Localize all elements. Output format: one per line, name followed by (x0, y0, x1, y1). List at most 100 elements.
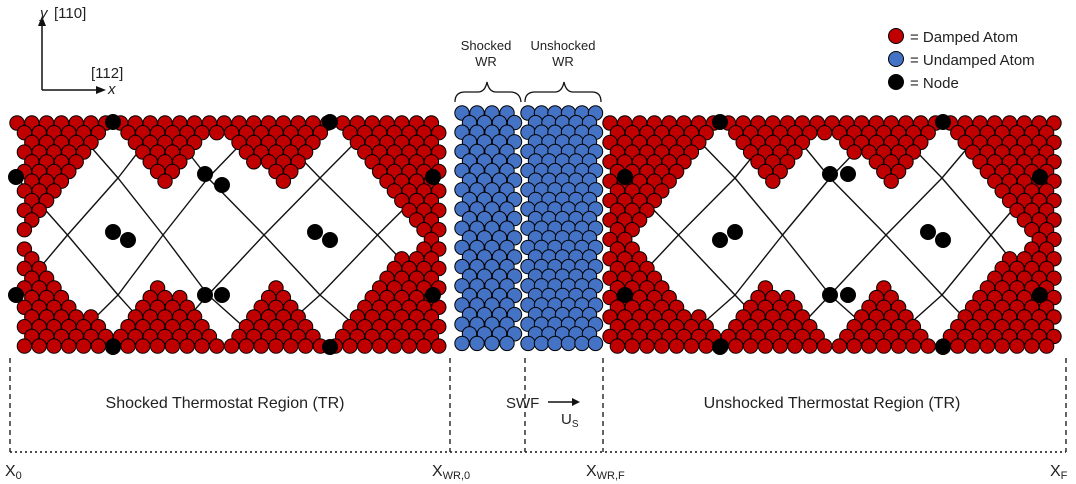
damped-atom (157, 173, 173, 189)
damped-atom (1009, 338, 1025, 354)
lattice-node (105, 339, 121, 355)
lattice-edge (66, 177, 119, 236)
damped-atom (135, 338, 151, 354)
lattice-edge (885, 177, 943, 236)
lattice-node (617, 287, 633, 303)
lattice-edge (941, 234, 992, 296)
lattice-edge (319, 234, 379, 296)
lattice-node (322, 232, 338, 248)
shocked-thermostat-region-label: Shocked Thermostat Region (TR) (106, 395, 345, 412)
lattice-node (822, 166, 838, 182)
lattice-edge (162, 177, 209, 236)
unshocked-wr-brace (524, 81, 602, 103)
damped-atom (1024, 338, 1040, 354)
undamped-atom (587, 335, 604, 352)
undamped-atom (484, 335, 500, 352)
damped-atom (16, 222, 33, 238)
damped-atom (757, 338, 774, 354)
lattice-node (935, 339, 951, 355)
shocked-wr-brace (454, 81, 522, 103)
shock-velocity-label: US (561, 411, 579, 430)
lattice-edge (829, 234, 887, 296)
legend-node-label: = Node (910, 75, 959, 92)
lattice-edge (734, 234, 784, 296)
damped-atom (876, 338, 892, 354)
lattice-edge (941, 177, 992, 236)
lattice-node (1032, 287, 1048, 303)
lattice-node (105, 114, 121, 130)
lattice-node (425, 287, 441, 303)
lattice-node (197, 287, 213, 303)
x-axis-label: x (107, 81, 116, 98)
damped-atom (401, 338, 417, 354)
lattice-node (8, 287, 24, 303)
damped-atom (816, 338, 833, 354)
undamped-atom (469, 335, 485, 352)
damped-atom (268, 338, 284, 354)
damped-atom (179, 338, 195, 354)
damped-atom (802, 338, 818, 354)
lattice-edge (117, 177, 164, 236)
undamped-atom (574, 335, 590, 352)
unshocked-wr-label-line2: WR (552, 54, 574, 69)
damped-atom (16, 338, 33, 354)
legend-node-marker (888, 74, 904, 90)
lattice-node (727, 224, 743, 240)
x-axis-arrowhead (96, 86, 106, 94)
damped-atom (149, 338, 166, 354)
x-axis-direction: [112] (91, 65, 123, 82)
lattice-node (214, 287, 230, 303)
undamped-atom (560, 335, 577, 352)
legend-undamped-atom-marker (888, 51, 904, 67)
damped-atom (765, 173, 781, 189)
damped-atom (639, 338, 655, 354)
lattice-node (197, 166, 213, 182)
damped-atom (416, 338, 432, 354)
swf-label: SWF (506, 395, 539, 412)
damped-atom (194, 338, 210, 354)
lattice-edge (781, 234, 831, 296)
lattice-edge (885, 234, 943, 296)
lattice-node (712, 232, 728, 248)
lattice-node (822, 287, 838, 303)
damped-atom (75, 338, 92, 354)
undamped-atom (547, 335, 563, 352)
lattice-edge (319, 177, 378, 236)
damped-atom (861, 338, 877, 354)
damped-atom (46, 338, 62, 354)
lattice-node (322, 114, 338, 130)
damped-atom (223, 338, 240, 354)
damped-atom (742, 338, 759, 354)
damped-atom (120, 338, 136, 354)
damped-atom (624, 338, 640, 354)
lattice-node (307, 224, 323, 240)
lattice-node (105, 224, 121, 240)
lattice-node (120, 232, 136, 248)
damped-atom (31, 338, 47, 354)
legend-damped-atom-marker (888, 28, 904, 44)
nodes (8, 114, 1048, 355)
damped-atom (371, 338, 388, 354)
damped-atom (979, 338, 996, 354)
damped-atom (90, 338, 107, 354)
damped-atom (209, 125, 225, 141)
undamped-atom (520, 335, 536, 352)
legend: = Damped Atom = Undamped Atom = Node (888, 28, 1035, 92)
y-axis-label: y (39, 5, 49, 22)
damped-atom (846, 144, 862, 160)
damped-atom (654, 338, 670, 354)
y-axis-arrowhead (38, 16, 46, 26)
damped-atom (846, 338, 862, 354)
legend-damped-atom-label: = Damped Atom (910, 29, 1018, 46)
lattice-node (920, 224, 936, 240)
damped-atom (831, 338, 848, 354)
damped-atom (890, 338, 907, 354)
damped-atom (609, 338, 626, 354)
unshocked-thermostat-region-label: Unshocked Thermostat Region (TR) (704, 395, 961, 412)
lattice-node (322, 339, 338, 355)
x0-label: X0 (5, 463, 22, 482)
shock-velocity-arrowhead (572, 398, 580, 406)
lattice-edge (781, 177, 831, 236)
lattice-node (840, 287, 856, 303)
